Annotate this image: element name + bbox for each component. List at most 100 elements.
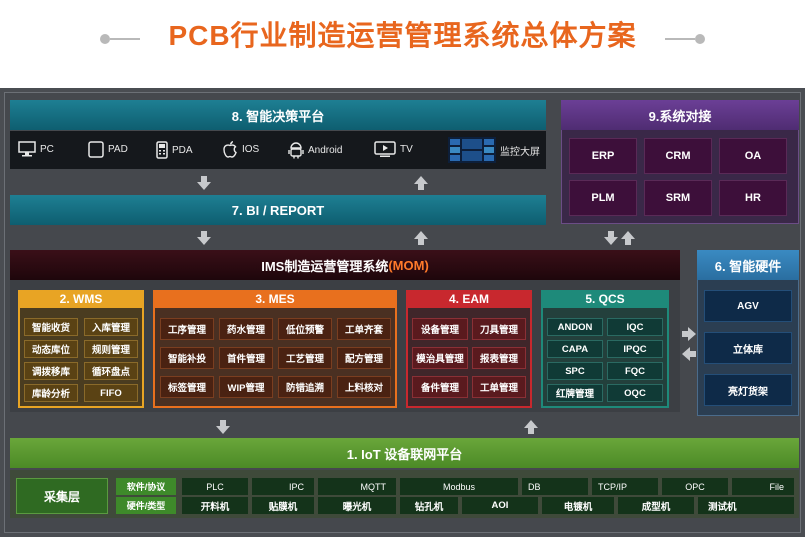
mes-item: 工单齐套 [337, 318, 391, 340]
arrow-up-icon [621, 231, 635, 245]
protocol-item: TCP/IP [592, 478, 658, 495]
mes-item: 工艺管理 [278, 347, 332, 369]
hardware-item-light-shelf: 亮灯货架 [704, 374, 792, 406]
title-line-left [110, 38, 140, 40]
mes-item: WIP管理 [219, 376, 273, 398]
eam-item: 报表管理 [472, 347, 526, 369]
mes-item: 防错追溯 [278, 376, 332, 398]
device-android: Android [288, 141, 342, 159]
device-label: Android [308, 144, 343, 156]
device-pc: PC [18, 141, 54, 157]
tv-icon [374, 141, 396, 157]
protocol-item: File [732, 478, 794, 495]
title-dot-right [695, 34, 705, 44]
eam-item: 备件管理 [412, 376, 468, 398]
title-dot-left [100, 34, 110, 44]
wms-item: FIFO [84, 384, 138, 402]
device-pda: PDA [156, 141, 193, 159]
device-label: IOS [242, 143, 260, 155]
device-row: PC PAD PDA IOS Android TV 监控大屏 [10, 131, 546, 169]
arrow-up-icon [414, 231, 428, 245]
arrow-up-icon [524, 420, 538, 434]
integration-header: 9.系统对接 [561, 100, 799, 130]
qcs-header: 5. QCS [541, 290, 669, 308]
integration-item-oa: OA [719, 138, 787, 174]
hardware-type-item: 开料机 [182, 497, 248, 514]
protocol-item: IPC [252, 478, 314, 495]
arrow-up-icon [414, 176, 428, 190]
hardware-type-item: 曝光机 [318, 497, 396, 514]
wms-item: 动态库位 [24, 340, 78, 358]
pda-icon [156, 141, 168, 159]
arrow-down-icon [197, 231, 211, 245]
title-line-right [665, 38, 695, 40]
hardware-type-item: 电镀机 [542, 497, 614, 514]
hardware-type-item: 测试机 [698, 497, 794, 514]
device-big-screen: 监控大屏 [448, 137, 540, 163]
protocol-item: DB [522, 478, 588, 495]
protocol-item: MQTT [318, 478, 396, 495]
wms-header: 2. WMS [18, 290, 144, 308]
arrow-down-icon [216, 420, 230, 434]
integration-item-srm: SRM [644, 180, 712, 216]
device-label: TV [400, 144, 413, 155]
mom-title-highlight: (MOM) [388, 257, 429, 273]
title-area [0, 0, 805, 80]
wms-item: 智能收货 [24, 318, 78, 336]
qcs-item: 红牌管理 [547, 384, 603, 402]
qcs-item: IQC [607, 318, 663, 336]
eam-header: 4. EAM [406, 290, 532, 308]
hardware-type-item: 钻孔机 [400, 497, 458, 514]
bi-report-header: 7. BI / REPORT [10, 195, 546, 225]
hardware-row-label: 硬件/类型 [116, 497, 176, 514]
integration-item-hr: HR [719, 180, 787, 216]
mes-item: 标签管理 [160, 376, 214, 398]
hardware-type-item: 成型机 [618, 497, 694, 514]
big-screen-icon [448, 137, 496, 163]
eam-item: 刀具管理 [472, 318, 526, 340]
device-pad: PAD [88, 141, 128, 158]
eam-item: 工单管理 [472, 376, 526, 398]
wms-item: 库龄分析 [24, 384, 78, 402]
eam-item: 设备管理 [412, 318, 468, 340]
iot-platform-header: 1. IoT 设备联网平台 [10, 438, 799, 468]
arrow-down-icon [604, 231, 618, 245]
arrow-left-icon [682, 347, 696, 361]
device-ios: IOS [222, 140, 259, 158]
mes-item: 上料核对 [337, 376, 391, 398]
device-tv: TV [374, 141, 413, 158]
integration-item-crm: CRM [644, 138, 712, 174]
mes-item: 工序管理 [160, 318, 214, 340]
protocol-row-label: 软件/协议 [116, 478, 176, 495]
apple-icon [223, 141, 237, 158]
integration-item-plm: PLM [569, 180, 637, 216]
arrow-down-icon [197, 176, 211, 190]
mom-header: IMS制造运营管理系统(MOM) [10, 250, 680, 280]
mes-item: 药水管理 [219, 318, 273, 340]
qcs-item: FQC [607, 362, 663, 380]
protocol-item: OPC [662, 478, 728, 495]
wms-item: 入库管理 [84, 318, 138, 336]
mes-item: 配方管理 [337, 347, 391, 369]
page-title: PCB行业制造运营管理系统总体方案 [168, 20, 637, 51]
android-icon [288, 142, 304, 159]
hardware-type-item: 贴膜机 [252, 497, 314, 514]
mes-item: 首件管理 [219, 347, 273, 369]
protocol-item: Modbus [400, 478, 518, 495]
qcs-item: ANDON [547, 318, 603, 336]
arrow-right-icon [682, 327, 696, 341]
device-label: PAD [108, 144, 128, 155]
qcs-item: CAPA [547, 340, 603, 358]
integration-item-erp: ERP [569, 138, 637, 174]
tablet-icon [88, 141, 104, 158]
mom-title: IMS制造运营管理系统 [261, 258, 389, 274]
mes-header: 3. MES [153, 290, 397, 308]
hardware-item-stereo-warehouse: 立体库 [704, 332, 792, 364]
device-label: 监控大屏 [500, 146, 540, 158]
mes-item: 智能补投 [160, 347, 214, 369]
decision-platform-header: 8. 智能决策平台 [10, 100, 546, 130]
hardware-item-agv: AGV [704, 290, 792, 322]
hardware-type-item: AOI [462, 497, 538, 514]
qcs-item: IPQC [607, 340, 663, 358]
device-label: PC [40, 143, 54, 155]
